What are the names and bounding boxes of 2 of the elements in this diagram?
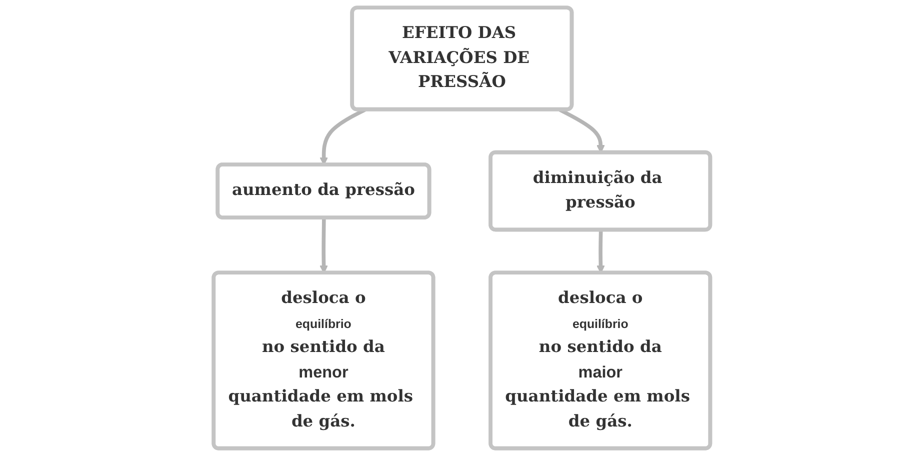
arrow bbox=[596, 230, 604, 274]
arrow bbox=[319, 218, 328, 274]
